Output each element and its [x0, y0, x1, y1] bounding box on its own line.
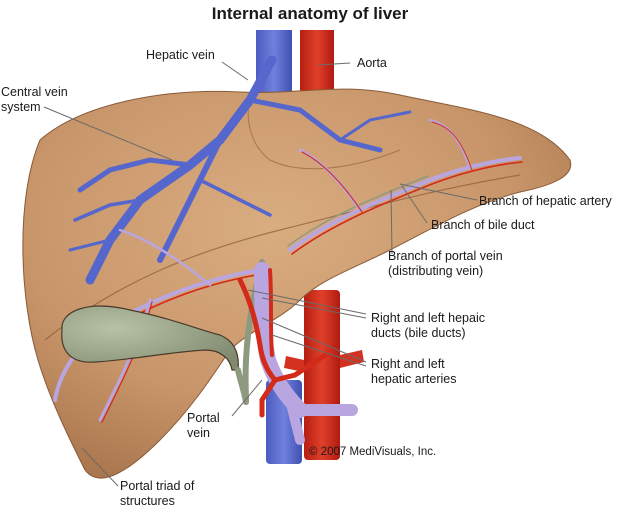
label-branch-bile-duct: Branch of bile duct	[431, 218, 535, 232]
leader-portal-vein-branch	[390, 189, 393, 255]
leader-hepatic-vein	[221, 61, 249, 81]
leader-aorta	[317, 62, 351, 66]
label-portal-triad: Portal triad of structures	[120, 479, 195, 508]
label-aorta: Aorta	[357, 56, 387, 70]
label-central-vein-system: Central vein system	[1, 85, 68, 114]
leader-lines	[43, 61, 478, 487]
leader-hepatic-arteries-b	[271, 334, 367, 367]
leader-hepatic-ducts-b	[261, 297, 367, 319]
label-hepatic-vein: Hepatic vein	[146, 48, 215, 62]
label-branch-hepatic-artery: Branch of hepatic artery	[479, 194, 612, 208]
diagram-title: Internal anatomy of liver	[211, 4, 409, 23]
label-portal-vein: Portal vein	[187, 411, 220, 440]
copyright-notice: © 2007 MediVisuals, Inc.	[309, 446, 437, 458]
leader-hepatic-artery-branch	[399, 183, 478, 201]
leader-central-vein	[43, 106, 173, 161]
leader-bile-duct-branch	[401, 185, 428, 224]
hepatic-vein-tree	[68, 55, 412, 285]
hepatic-artery	[237, 268, 333, 418]
leader-portal-triad	[81, 447, 119, 487]
aorta-lower	[284, 290, 364, 460]
portal-vein	[254, 262, 358, 445]
label-hepatic-ducts: Right and left hepaic ducts (bile ducts)	[371, 311, 485, 340]
label-branch-portal-vein: Branch of portal vein (distributing vein…	[388, 249, 503, 278]
label-hepatic-arteries: Right and left hepatic arteries	[371, 357, 457, 386]
leader-hepatic-ducts-a	[247, 289, 367, 315]
leader-hepatic-arteries-a	[261, 317, 367, 363]
leader-portal-vein	[231, 379, 263, 417]
